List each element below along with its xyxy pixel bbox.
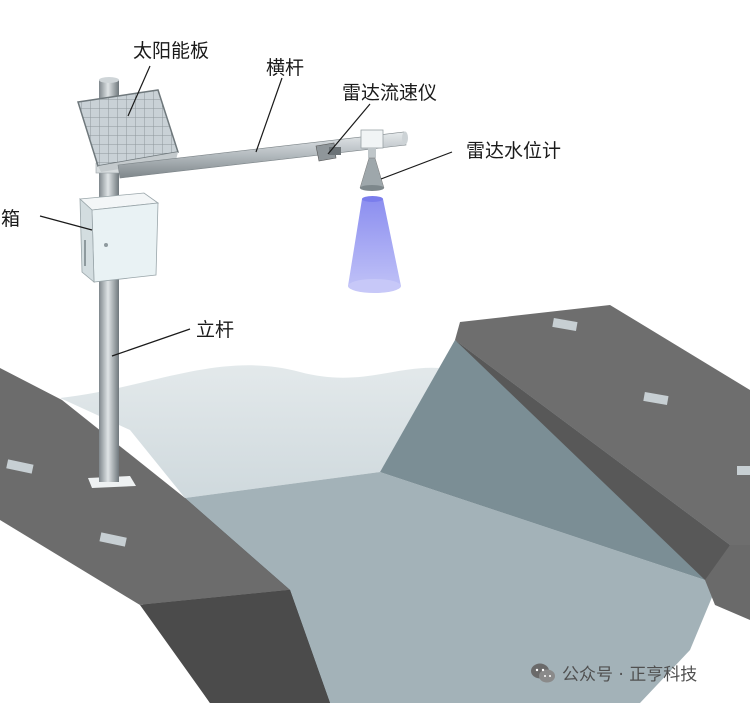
- bank-slot: [737, 466, 750, 475]
- pole-top-cap: [99, 77, 119, 83]
- leader-line-pole: [111, 328, 191, 357]
- control-box-front: [91, 202, 159, 283]
- label-solar-panel: 太阳能板: [133, 40, 210, 62]
- bank-slot: [99, 532, 127, 547]
- solar-panel: [77, 89, 179, 167]
- watermark: 公众号 · 正亨科技: [530, 660, 697, 685]
- bank-slot: [552, 317, 578, 332]
- crossbar-end: [402, 131, 408, 145]
- left-bank: [0, 368, 290, 605]
- control-box-side: [79, 198, 95, 283]
- label-radar-level-gauge: 雷达水位计: [466, 140, 562, 162]
- watermark-text: 公众号 · 正亨科技: [562, 665, 698, 685]
- label-crossbar: 横杆: [266, 57, 305, 79]
- leader-line-crossbar: [255, 77, 283, 153]
- bank-slot: [643, 391, 669, 406]
- control-box-lock: [104, 243, 108, 247]
- radar-beam: [348, 199, 401, 286]
- radar-level-horn: [359, 157, 385, 189]
- label-pole: 立杆: [196, 319, 235, 341]
- leader-line-flowmeter: [327, 103, 371, 155]
- left-bank-edge: [140, 590, 330, 703]
- solar-panel-bracket: [98, 152, 178, 172]
- label-radar-flowmeter: 雷达流速仪: [342, 82, 438, 104]
- leader-line-solar: [127, 65, 151, 117]
- label-control-box: 制箱: [0, 208, 21, 230]
- leader-line-level: [380, 151, 453, 180]
- vertical-pole: [99, 80, 119, 482]
- leader-line-box: [39, 215, 93, 231]
- right-bank-face: [455, 340, 730, 590]
- right-bank-side: [705, 545, 750, 620]
- radar-level-housing: [360, 129, 384, 149]
- right-bank: [455, 305, 750, 545]
- wechat-icon: [531, 663, 555, 682]
- channel-floor: [185, 472, 715, 703]
- bank-slot: [6, 459, 34, 474]
- water-surface: [60, 365, 440, 498]
